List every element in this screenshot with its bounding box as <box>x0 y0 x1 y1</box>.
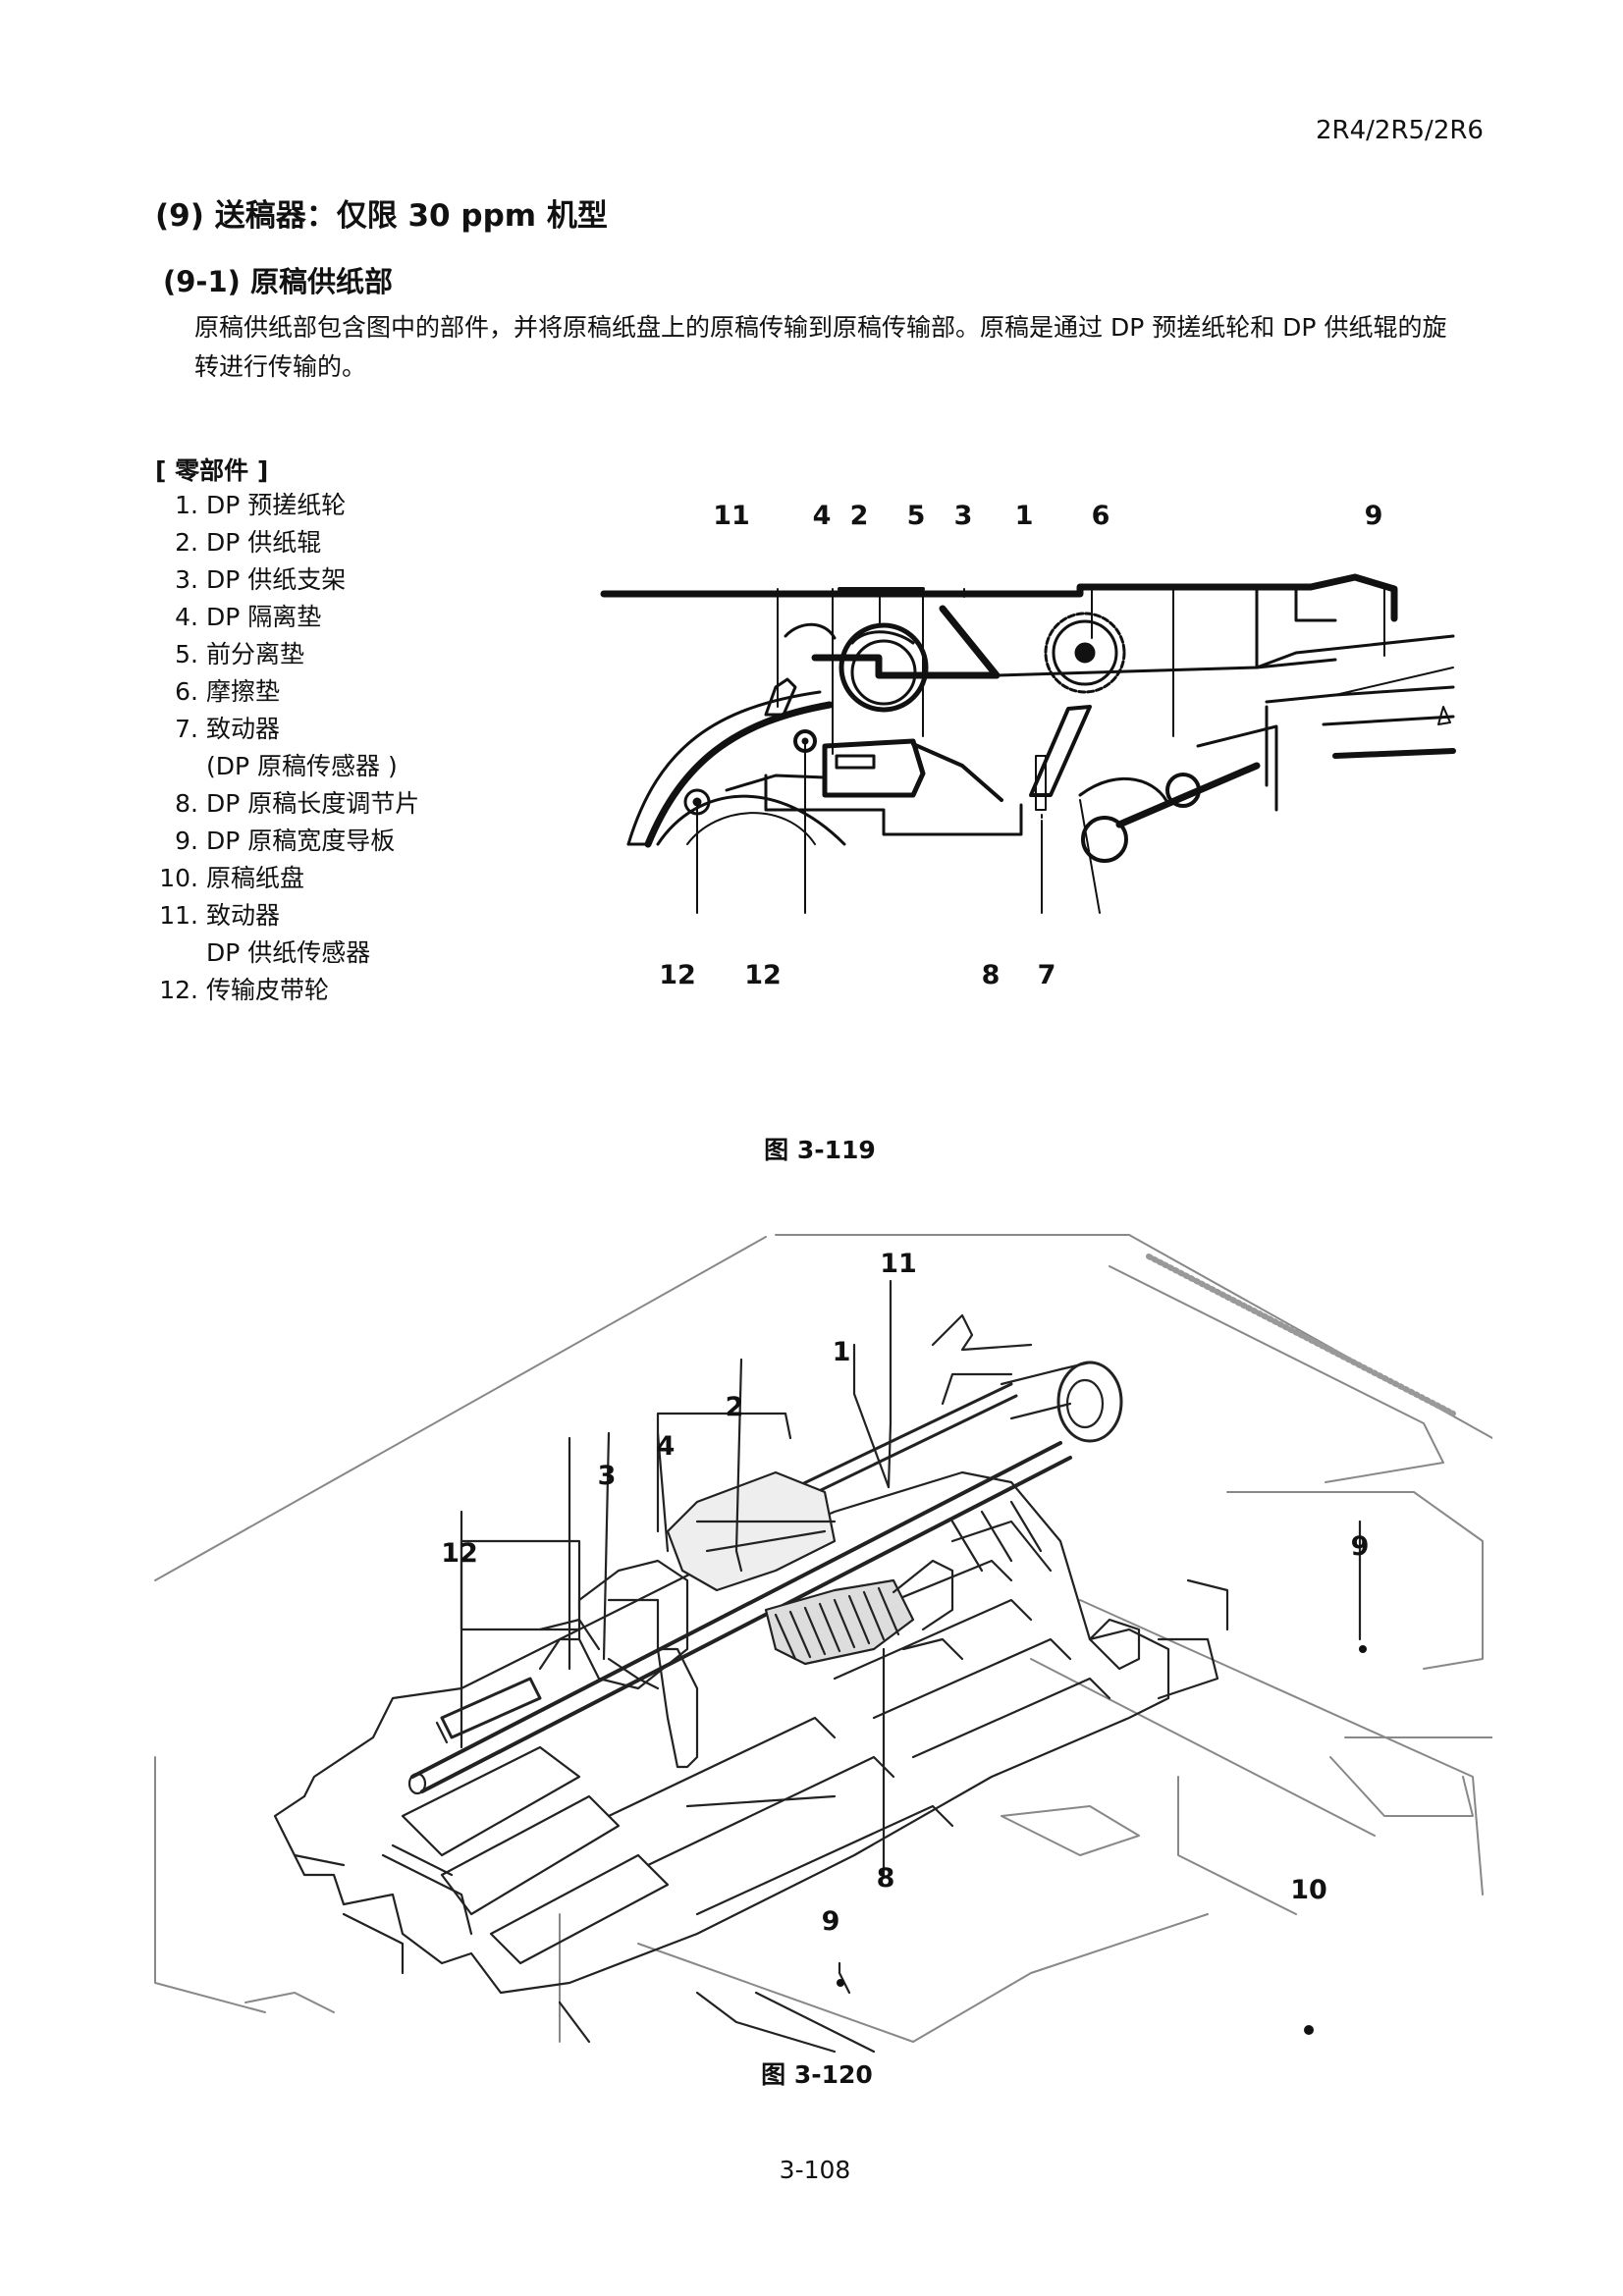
callout-label: 4 <box>812 501 832 531</box>
figure-caption: 图 3-119 <box>764 1136 876 1164</box>
parts-list-item: 6.摩擦垫 <box>175 677 281 706</box>
parts-list-item: 1.DP 预搓纸轮 <box>175 491 347 519</box>
callout-label: 8 <box>876 1863 895 1894</box>
parts-list-item: 5.前分离垫 <box>175 640 305 668</box>
callout-label: 1 <box>1014 501 1034 531</box>
parts-heading: [ 零部件 ] <box>155 456 269 485</box>
perspective-drawing <box>154 1234 1492 2054</box>
callout-label: 6 <box>1091 501 1110 531</box>
parts-list-item: (DP 原稿传感器 ) <box>206 752 398 780</box>
callout-label: 4 <box>656 1431 676 1462</box>
parts-list-item: 4.DP 隔离垫 <box>175 603 322 631</box>
callout-label: 11 <box>880 1249 917 1279</box>
callout-label: 3 <box>953 501 973 531</box>
section-title: (9) 送稿器：仅限 30 ppm 机型 <box>155 198 608 234</box>
callout-label: 1 <box>832 1337 851 1367</box>
callout-label: 2 <box>725 1392 744 1422</box>
callout-label: 12 <box>441 1538 478 1569</box>
callout-label: 11 <box>713 501 750 531</box>
callout-label: 9 <box>1364 501 1383 531</box>
callout-label: 5 <box>906 501 926 531</box>
parts-list-item: 9.DP 原稿宽度导板 <box>175 827 396 855</box>
parts-list-item: DP 供纸传感器 <box>206 938 371 967</box>
parts-list-item: 11.致动器 <box>159 901 281 930</box>
parts-list-item: 2.DP 供纸辊 <box>175 528 322 557</box>
parts-list-item: 7.致动器 <box>175 715 281 743</box>
callout-label: 9 <box>821 1906 840 1937</box>
model-number: 2R4/2R5/2R6 <box>1316 116 1484 145</box>
callout-label: 10 <box>1290 1875 1327 1905</box>
parts-list-item: 10.原稿纸盘 <box>159 864 305 892</box>
description-paragraph: 原稿供纸部包含图中的部件，并将原稿纸盘上的原稿传输到原稿传输部。原稿是通过 DP… <box>194 313 1447 381</box>
page-number: 3-108 <box>779 2156 851 2184</box>
callout-label: 8 <box>981 960 1001 990</box>
figure-caption: 图 3-120 <box>761 2060 873 2089</box>
parts-list-item: 12.传输皮带轮 <box>159 976 330 1004</box>
callout-label: 12 <box>744 960 782 990</box>
subsection-title: (9-1) 原稿供纸部 <box>163 265 393 298</box>
callout-label: 12 <box>659 960 696 990</box>
callout-label: 7 <box>1037 960 1056 990</box>
parts-list-item: 3.DP 供纸支架 <box>175 565 347 594</box>
callout-label: 9 <box>1350 1531 1370 1562</box>
parts-list: 1.DP 预搓纸轮 2.DP 供纸辊 3.DP 供纸支架 4.DP 隔离垫 5.… <box>147 487 419 1009</box>
callout-label: 2 <box>849 501 869 531</box>
callout-label: 3 <box>597 1461 617 1491</box>
cross-section-drawing <box>600 573 1456 914</box>
parts-list-item: 8.DP 原稿长度调节片 <box>175 789 420 818</box>
